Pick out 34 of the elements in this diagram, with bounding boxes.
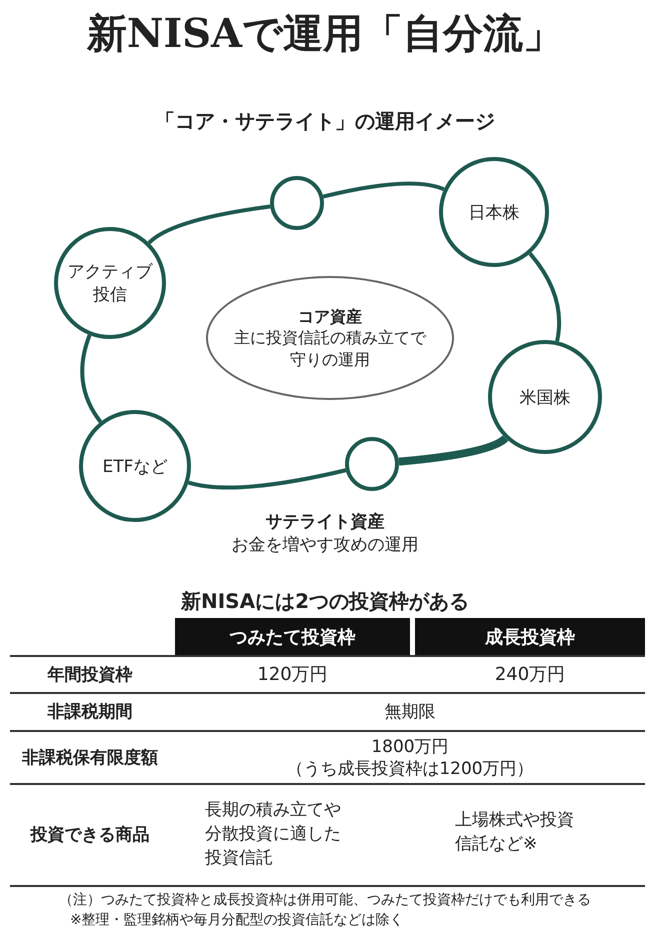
ring-line	[188, 468, 346, 490]
circle-node: ETFなど	[79, 410, 191, 522]
section-title: 「コア・サテライト」の運用イメージ	[154, 108, 496, 134]
empty-circle	[345, 437, 399, 491]
table-value: 1800万円	[370, 736, 450, 758]
table-value: （うち成長投資枠は1200万円）	[285, 758, 535, 780]
row-label: 年間投資枠	[46, 664, 134, 686]
ring-line	[322, 182, 445, 199]
circle-node: 日本株	[439, 157, 549, 267]
satellite-heading: サテライト資産	[264, 510, 386, 532]
satellite-text: お金を増やす攻めの運用	[230, 534, 420, 556]
ring-line	[398, 435, 508, 466]
column-header: 成長投資枠	[415, 618, 645, 655]
circle-node: アクティブ投信	[54, 227, 166, 339]
table-value: 長期の積み立てや分散投資に適した投資信託	[205, 799, 342, 870]
node-text: 主に投資信託の積み立てで守りの運用	[233, 327, 428, 370]
table-value: 240万円	[494, 663, 566, 687]
ring-line	[80, 334, 102, 424]
page-title: 新NISAで運用「自分流」	[86, 8, 564, 58]
footnote: ※整理・監理銘柄や毎月分配型の投資信託などは除く	[70, 911, 405, 930]
row-label: 非課税期間	[46, 700, 134, 724]
table-value: 上場株式や投資信託など※	[455, 809, 575, 856]
ring-line	[528, 252, 562, 342]
row-label: 非課税保有限度額	[21, 746, 159, 770]
table-value: 無期限	[384, 700, 436, 724]
empty-circle	[270, 176, 324, 230]
footnote: （注）つみたて投資枠と成長投資枠は併用可能、つみたて投資枠だけでも利用できる	[58, 891, 592, 910]
table-title: 新NISAには2つの投資枠がある	[180, 588, 470, 614]
row-label: 投資できる商品	[29, 824, 150, 846]
column-header: つみたて投資枠	[175, 618, 410, 655]
ring-line	[148, 204, 270, 244]
circle-node: 米国株	[488, 340, 602, 454]
table-value: 120万円	[256, 663, 329, 687]
node-heading: コア資産	[298, 306, 362, 328]
